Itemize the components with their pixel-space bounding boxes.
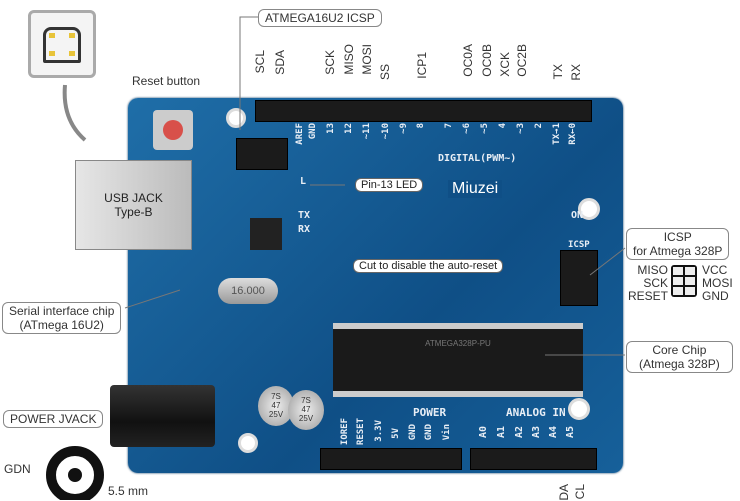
l-led-silk: L bbox=[300, 176, 307, 187]
icsp-silk: ICSP bbox=[568, 240, 590, 250]
tx-silk: TX bbox=[298, 210, 311, 221]
digital-label: DIGITAL(PWM~) bbox=[438, 153, 517, 164]
core-chip-callout: Core Chip(Atmega 328P) bbox=[626, 341, 733, 373]
serial-chip-callout: Serial interface chip(ATmega 16U2) bbox=[2, 302, 122, 334]
usb-pointer-arrow bbox=[62, 84, 87, 142]
usb-jack-type: Type-B bbox=[114, 205, 153, 219]
on-label: ON bbox=[571, 210, 584, 221]
crystal: 16.000 bbox=[218, 278, 278, 304]
power-label: POWER bbox=[413, 406, 447, 419]
cut-auto-reset-callout: Cut to disable the auto-reset bbox=[353, 259, 504, 273]
usb-jack-label: USB JACK bbox=[104, 191, 163, 205]
atmega328p-chip: ATMEGA328P-PU bbox=[333, 323, 583, 397]
power-jack bbox=[110, 385, 215, 447]
analog-header bbox=[470, 448, 597, 470]
gdn-label: GDN bbox=[4, 462, 31, 476]
pin13-led-callout: Pin-13 LED bbox=[355, 178, 424, 192]
power-jack-callout: POWER JVACK bbox=[3, 410, 104, 428]
atmega328-icsp-header bbox=[560, 250, 598, 306]
atmega16u2-chip bbox=[250, 218, 282, 250]
rx-silk: RX bbox=[298, 224, 311, 235]
digital-header bbox=[255, 100, 592, 122]
analog-in-label: ANALOG IN bbox=[506, 406, 566, 419]
reset-button-callout: Reset button bbox=[132, 74, 201, 88]
atmega16u2-icsp-callout: ATMEGA16U2 ICSP bbox=[258, 9, 382, 27]
atmega16u2-icsp-header bbox=[236, 138, 288, 170]
reset-button[interactable] bbox=[153, 110, 193, 150]
icsp-pinout-icon bbox=[671, 265, 697, 297]
brand-logo: Miuzei bbox=[448, 180, 503, 198]
power-header bbox=[320, 448, 462, 470]
usb-b-connector-icon bbox=[28, 10, 96, 78]
diameter-label: 5.5 mm bbox=[108, 484, 149, 498]
